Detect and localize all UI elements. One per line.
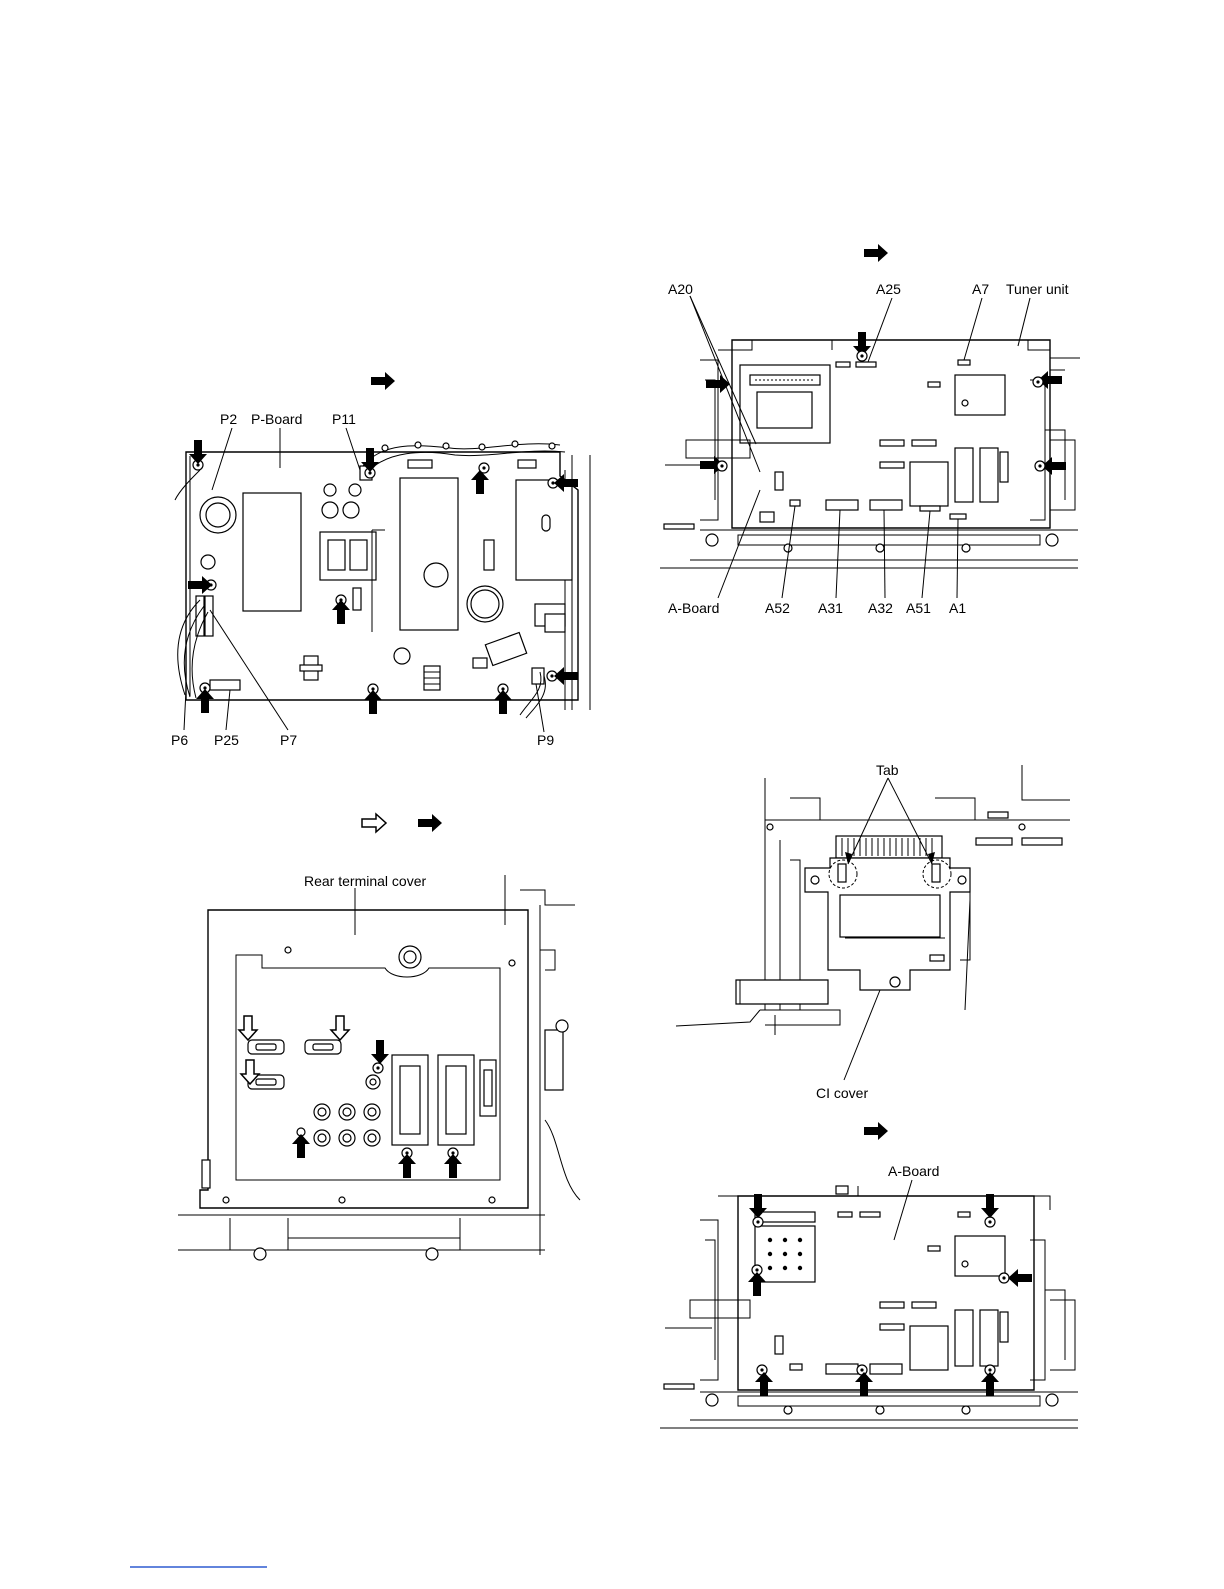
- ci-cover-diagram: Tab CI cover: [676, 762, 1070, 1101]
- label-p25: P25: [214, 732, 239, 748]
- filled-arrow-icon: [371, 372, 395, 390]
- label-p2: P2: [220, 411, 237, 427]
- label-p11: P11: [332, 411, 356, 427]
- rear-terminal-cover-diagram: Rear terminal cover: [178, 873, 580, 1260]
- label-a51: A51: [906, 600, 931, 616]
- outline-arrow-icon: [362, 814, 386, 832]
- label-a25: A25: [876, 281, 901, 297]
- filled-arrow-icon: [864, 1122, 888, 1140]
- label-p6: P6: [171, 732, 188, 748]
- label-a52: A52: [765, 600, 790, 616]
- label-a-board: A-Board: [668, 600, 719, 616]
- label-a-board: A-Board: [888, 1163, 939, 1179]
- label-tab: Tab: [876, 762, 899, 778]
- a-board-screws-diagram: A-Board: [660, 1163, 1078, 1428]
- label-p7: P7: [280, 732, 297, 748]
- label-ci-cover: CI cover: [816, 1085, 868, 1101]
- p-board-diagram: P2 P-Board P11 P6 P25 P7 P9: [171, 411, 590, 748]
- label-a7: A7: [972, 281, 989, 297]
- label-p-board: P-Board: [251, 411, 302, 427]
- label-tuner-unit: Tuner unit: [1006, 281, 1069, 297]
- label-a31: A31: [818, 600, 843, 616]
- label-a32: A32: [868, 600, 893, 616]
- label-p9: P9: [537, 732, 554, 748]
- label-a20: A20: [668, 281, 693, 297]
- filled-arrow-icon: [418, 814, 442, 832]
- label-rear-terminal-cover: Rear terminal cover: [304, 873, 426, 889]
- a-board-connectors-diagram: A20 A25 A7 Tuner unit A-Board A52 A31 A3…: [660, 281, 1080, 616]
- filled-arrow-icon: [864, 244, 888, 262]
- label-a1: A1: [949, 600, 966, 616]
